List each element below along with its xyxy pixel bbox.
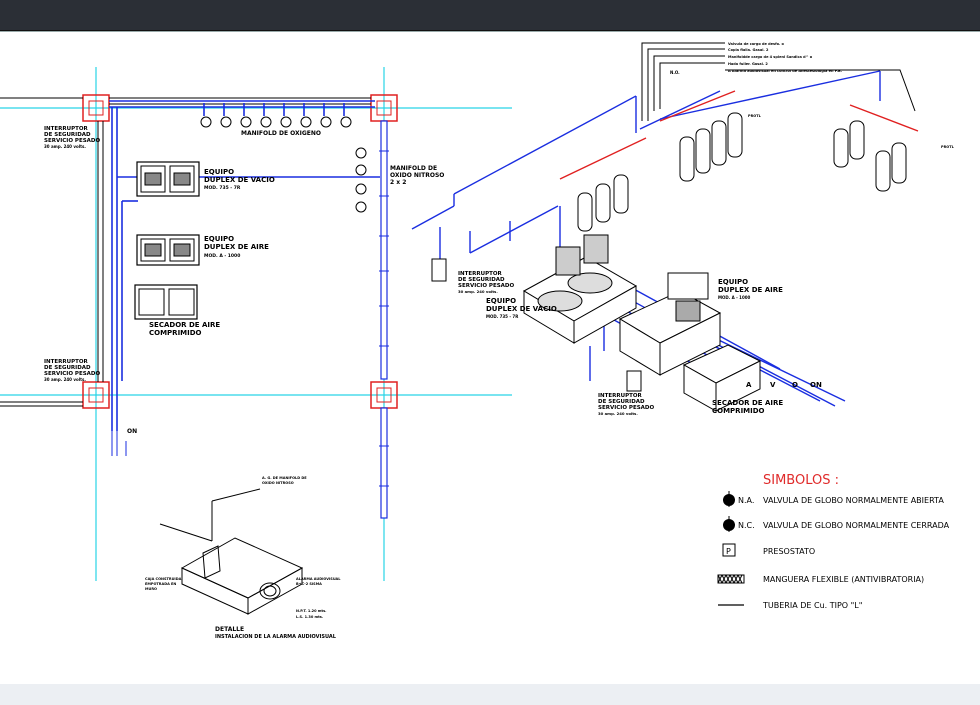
iso-aire-3: MOD. A - 1000 [718,295,751,300]
iso-callout-2: Copla flalla. Gasal. 2 [728,48,769,52]
iso-interruptor2-3: SERVICIO PESADO [598,405,655,411]
air-duplex-plan [136,234,200,266]
cad-drawing: MANIFOLD DE OXIGENO MANIFOLD DE OXIDO NI… [0,42,955,640]
plan-bottom-conduits [111,431,127,456]
iso-callout-3: Manifoldde cargo de 4 spleni Sandica d^ … [728,55,813,59]
aire-label-1: EQUIPO [204,235,234,243]
manifold-oxigeno-label: MANIFOLD DE OXIGENO [241,130,321,137]
aire-label-2: DUPLEX DE AIRE [204,243,269,251]
secador-label-2: COMPRIMIDO [149,329,202,337]
interruptor-top-3: SERVICIO PESADO [44,138,101,144]
simbolos-title: SIMBOLOS : [763,473,839,488]
interruptor-bottom-3: SERVICIO PESADO [44,371,101,377]
air-dryer-plan [134,284,198,320]
simbolo-text-presostato: PRESOSTATO [763,547,815,556]
iso-interruptor-3: SERVICIO PESADO [458,283,515,289]
iso-avdon-o: O [792,381,798,389]
iso-avdon-v: V [770,381,776,389]
iso-interruptor2-2: DE SEGURIDAD [598,399,645,405]
iso-aire-1: EQUIPO [718,278,748,286]
globe-valve-closed-icon [723,516,735,532]
iso-red-manifolds [559,90,919,180]
interruptor-top-4: 30 amp. 240 volts. [44,144,86,149]
interruptor-bottom-1: INTERRUPTOR [44,359,89,365]
flexible-hose-icon [717,574,745,584]
iso-interruptor2-1: INTERRUPTOR [598,393,643,399]
vacio-label-2: DUPLEX DE VACIO [204,176,275,184]
detalle-note-4: EMPOTRADA EN [145,582,176,586]
right-wall-panels [380,120,388,519]
right-wall-ticks [379,150,389,487]
plan-on-label: ON [127,428,137,435]
iso-vacio-1: EQUIPO [486,297,516,305]
title-bar [0,0,980,31]
isometric-view: Valvula de cargo de desfo. o Copla flall… [411,42,955,416]
iso-callout-1: Valvula de cargo de desfo. o [728,42,785,46]
simbolo-text-na: VALVULA DE GLOBO NORMALMENTE ABIERTA [763,496,944,505]
simbolo-text-tuberia: TUBERIA DE Cu. TIPO "L" [762,601,862,610]
detalle-note-5: MURO [145,587,157,591]
iso-callout-4: Hada fuller. Gasal. 2 [728,62,768,66]
iso-interruptor-2: DE SEGURIDAD [458,277,505,283]
iso-small-label-3: PROTL [941,145,955,149]
iso-dryer-equipment [682,344,762,412]
iso-cylinders [577,112,907,232]
detalle-subtitle: INSTALACION DE LA ALARMA AUDIOVISUAL [215,634,337,640]
oxygen-cylinders-plan [200,116,352,128]
detalle-note-3: CAJA CONSTRUIDA [145,577,182,581]
manifold-nitroso-label-3: 2 x 2 [390,179,406,186]
detalle-alarma: DETALLE INSTALACION DE LA ALARMA AUDIOVI… [145,476,341,640]
iso-vacuum-equipment [522,234,638,344]
nitrous-cylinders-plan [355,147,367,213]
iso-switches [431,258,642,392]
detalle-note-2: OXIDO NITROSO [262,481,294,485]
aire-label-3: MOD. A - 1000 [204,253,240,259]
interruptor-bottom-4: 30 amp. 240 volts. [44,377,86,382]
iso-interruptor2-4: 30 amp. 240 volts. [598,411,638,416]
pressure-switch-icon: P [722,543,736,557]
simbolo-code-nc: N.C. [738,521,755,530]
vacuum-duplex-plan [136,161,200,197]
iso-callout-5: A Alarma audiovisual en control de Anest… [728,69,842,73]
iso-aire-2: DUPLEX DE AIRE [718,286,783,294]
plan-view: MANIFOLD DE OXIGENO MANIFOLD DE OXIDO NI… [0,67,512,581]
detalle-note-7: B+C-2 SISMA [296,582,322,586]
detalle-note-9: L.S. 1.30 mts. [296,615,323,619]
plan-piping [109,100,380,431]
simbolos-legend: SIMBOLOS : N.A. VALVULA DE GLOBO NORMALM… [717,473,950,610]
iso-callout-leaders [641,42,916,121]
iso-small-label-2: PROTL [748,114,762,118]
detalle-title: DETALLE [215,626,244,633]
globe-valve-open-icon [723,491,735,507]
iso-small-label-1: N.O. [670,70,680,75]
vacio-label-1: EQUIPO [204,168,234,176]
secador-label-1: SECADOR DE AIRE [149,321,220,329]
simbolo-code-na: N.A. [738,496,754,505]
vacio-label-3: MOD. 735 - 7R [204,185,241,191]
simbolo-text-manguera: MANGUERA FLEXIBLE (ANTIVIBRATORIA) [763,575,924,584]
interruptor-bottom-2: DE SEGURIDAD [44,365,91,371]
interruptor-top-2: DE SEGURIDAD [44,132,91,138]
detalle-note-1: A. G. DE MANIFOLD DE [262,476,307,480]
simbolo-text-nc: VALVULA DE GLOBO NORMALMENTE CERRADA [763,521,950,530]
iso-interruptor-4: 30 amp. 240 volts. [458,289,498,294]
drawing-canvas[interactable]: MANIFOLD DE OXIGENO MANIFOLD DE OXIDO NI… [0,31,980,685]
iso-avdon-on: ON [810,381,822,389]
detalle-note-6: ALARMA AUDIOVISUAL [296,577,341,581]
iso-avdon-a: A [746,381,752,389]
pressure-switch-code: P [726,547,731,556]
iso-interruptor-1: INTERRUPTOR [458,271,503,277]
manifold-nitroso-label-1: MANIFOLD DE [390,165,437,172]
iso-air-equipment [618,272,722,376]
interruptor-top-1: INTERRUPTOR [44,126,89,132]
walls [0,97,371,407]
status-bar [0,684,980,705]
iso-vacio-3: MOD. 735 - 7R [486,314,518,319]
detalle-note-8: N.P.T. 1.20 mts. [296,609,327,613]
iso-secador-2: COMPRIMIDO [712,407,765,415]
column-markers [82,94,398,409]
iso-secador-1: SECADOR DE AIRE [712,399,783,407]
manifold-nitroso-label-2: OXIDO NITROSO [390,172,444,179]
iso-vacio-2: DUPLEX DE VACIO [486,305,557,313]
